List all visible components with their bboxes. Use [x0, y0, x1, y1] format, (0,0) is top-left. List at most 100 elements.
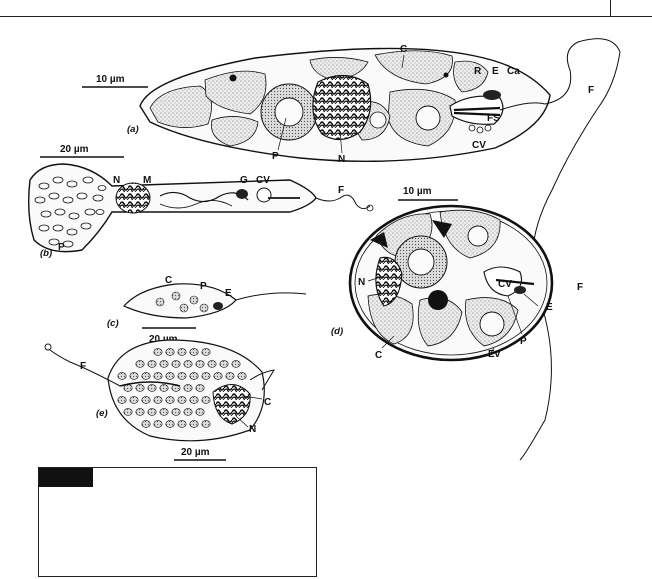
chloroplast: [237, 372, 247, 380]
label-C: C: [165, 275, 172, 286]
chloroplast: [195, 408, 205, 416]
leader-line: [243, 395, 263, 400]
pyrenoid: [407, 248, 435, 276]
chloroplast: [219, 360, 229, 368]
label-F: F: [80, 361, 86, 372]
flagellum-a: [519, 38, 621, 461]
flagellum-c: [235, 292, 307, 301]
chloroplast: [177, 372, 187, 380]
chloroplast: [177, 396, 187, 404]
chloroplast: [199, 303, 209, 313]
leader-line: [235, 415, 249, 428]
label-M: M: [143, 175, 151, 186]
nucleus-d: [375, 256, 403, 307]
leader-line: [489, 347, 495, 355]
granule: [229, 74, 237, 82]
flagellar-swelling: [453, 106, 501, 117]
paramylon-body: [428, 290, 448, 310]
chloroplast: [159, 360, 169, 368]
chloroplast: [189, 420, 199, 428]
label-F: F: [338, 185, 344, 196]
panel-e: 20 µm F C N (e): [44, 339, 275, 461]
chloroplast: [129, 396, 139, 404]
leader-line: [367, 275, 385, 282]
chloroplast: [165, 372, 175, 380]
chloroplast: [195, 384, 205, 392]
panel-tag-e: (e): [96, 408, 108, 419]
label-N: N: [249, 424, 256, 435]
chloroplast: [201, 372, 211, 380]
chloroplast: [123, 384, 133, 392]
chloroplast: [135, 360, 145, 368]
caption-tag: [39, 468, 93, 487]
chloroplast: [231, 360, 241, 368]
chloroplast: [155, 297, 165, 307]
chloroplast: [153, 372, 163, 380]
pyrenoid: [467, 225, 489, 247]
chloroplast: [189, 396, 199, 404]
label-C: C: [375, 350, 382, 361]
eyespot-a: [483, 90, 501, 100]
chloroplast: [213, 372, 223, 380]
chloroplast: [204, 70, 267, 115]
panel-b: 20 µm N M G CV F P (b): [27, 144, 374, 259]
cell-body-c: [123, 283, 237, 319]
canal-d: [495, 278, 535, 286]
panel-c: 20 µm C P E (c): [107, 275, 307, 345]
chloroplast: [189, 372, 199, 380]
panel-d: 10 µm N CV E F P C Ev (d): [331, 186, 583, 362]
header-rule: [0, 16, 652, 17]
chloroplast: [177, 420, 187, 428]
label-C: C: [400, 44, 407, 55]
contractile-vacuole: [484, 124, 492, 132]
chloroplast: [123, 408, 133, 416]
label-P: P: [200, 281, 207, 292]
label-CV: CV: [472, 140, 486, 151]
chloroplast: [147, 384, 157, 392]
dense-body: [370, 232, 388, 248]
leader-line: [339, 131, 343, 154]
flagellum-tip: [366, 204, 374, 212]
label-N: N: [358, 277, 365, 288]
pyrenoid: [274, 97, 304, 127]
chloroplast: [171, 360, 181, 368]
chloroplast: [183, 408, 193, 416]
label-CV: CV: [498, 279, 512, 290]
panel-tag-a: (a): [127, 124, 139, 135]
label-R: R: [474, 66, 482, 77]
chloroplast: [165, 420, 175, 428]
chloroplast: [201, 420, 211, 428]
leader-line: [381, 335, 395, 349]
label-F: F: [588, 85, 594, 96]
chloroplast: [129, 372, 139, 380]
chloroplast: [195, 360, 205, 368]
header-divider: [610, 0, 611, 17]
chloroplast: [149, 85, 212, 128]
contractile-vacuole: [476, 126, 484, 134]
scale-label-b: 20 µm: [60, 144, 89, 155]
dense-body: [432, 220, 452, 238]
granule: [443, 72, 449, 78]
chloroplast: [135, 384, 145, 392]
leader-line: [401, 54, 405, 69]
label-FS: FS: [487, 113, 500, 124]
eyespot-d: [514, 286, 526, 294]
chloroplast: [211, 116, 259, 147]
label-N: N: [338, 154, 345, 165]
chloroplast: [141, 372, 151, 380]
chloroplast: [117, 396, 127, 404]
flagellum-b: [315, 194, 371, 210]
chloroplast: [159, 384, 169, 392]
leader-line: [507, 295, 523, 335]
label-C: C: [264, 397, 271, 408]
canal: [499, 102, 546, 111]
chloroplast: [153, 420, 163, 428]
label-E: E: [225, 288, 232, 299]
chloroplast: [159, 408, 169, 416]
reservoir-a: [449, 95, 504, 125]
chloroplast: [165, 396, 175, 404]
chloroplast: [179, 303, 189, 313]
panel-tag-b: (b): [40, 248, 52, 259]
label-Ev: Ev: [488, 349, 501, 360]
